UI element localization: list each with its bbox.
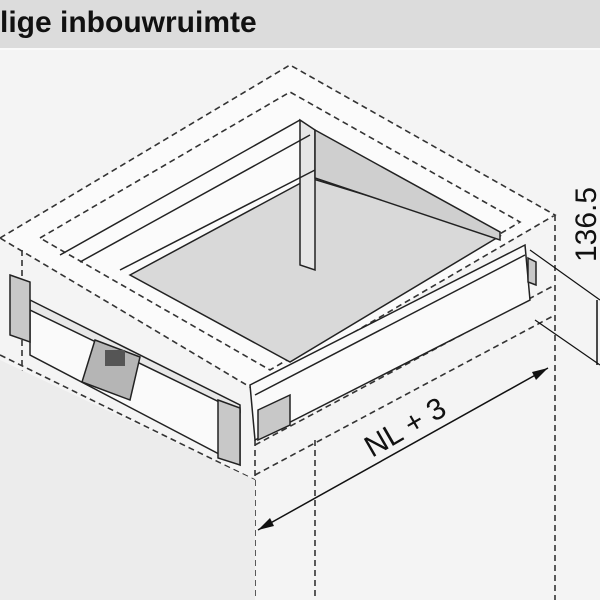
page-title: lige inbouwruimte [0,6,257,39]
width-label: NL + 3 [359,391,452,464]
height-label: 136.5 [570,187,600,262]
drawer-installation-diagram: NL + 3 136.5 [0,64,600,600]
height-dimension: 136.5 [529,187,600,366]
header-bar: lige inbouwruimte [0,0,600,50]
drawer [9,118,537,467]
